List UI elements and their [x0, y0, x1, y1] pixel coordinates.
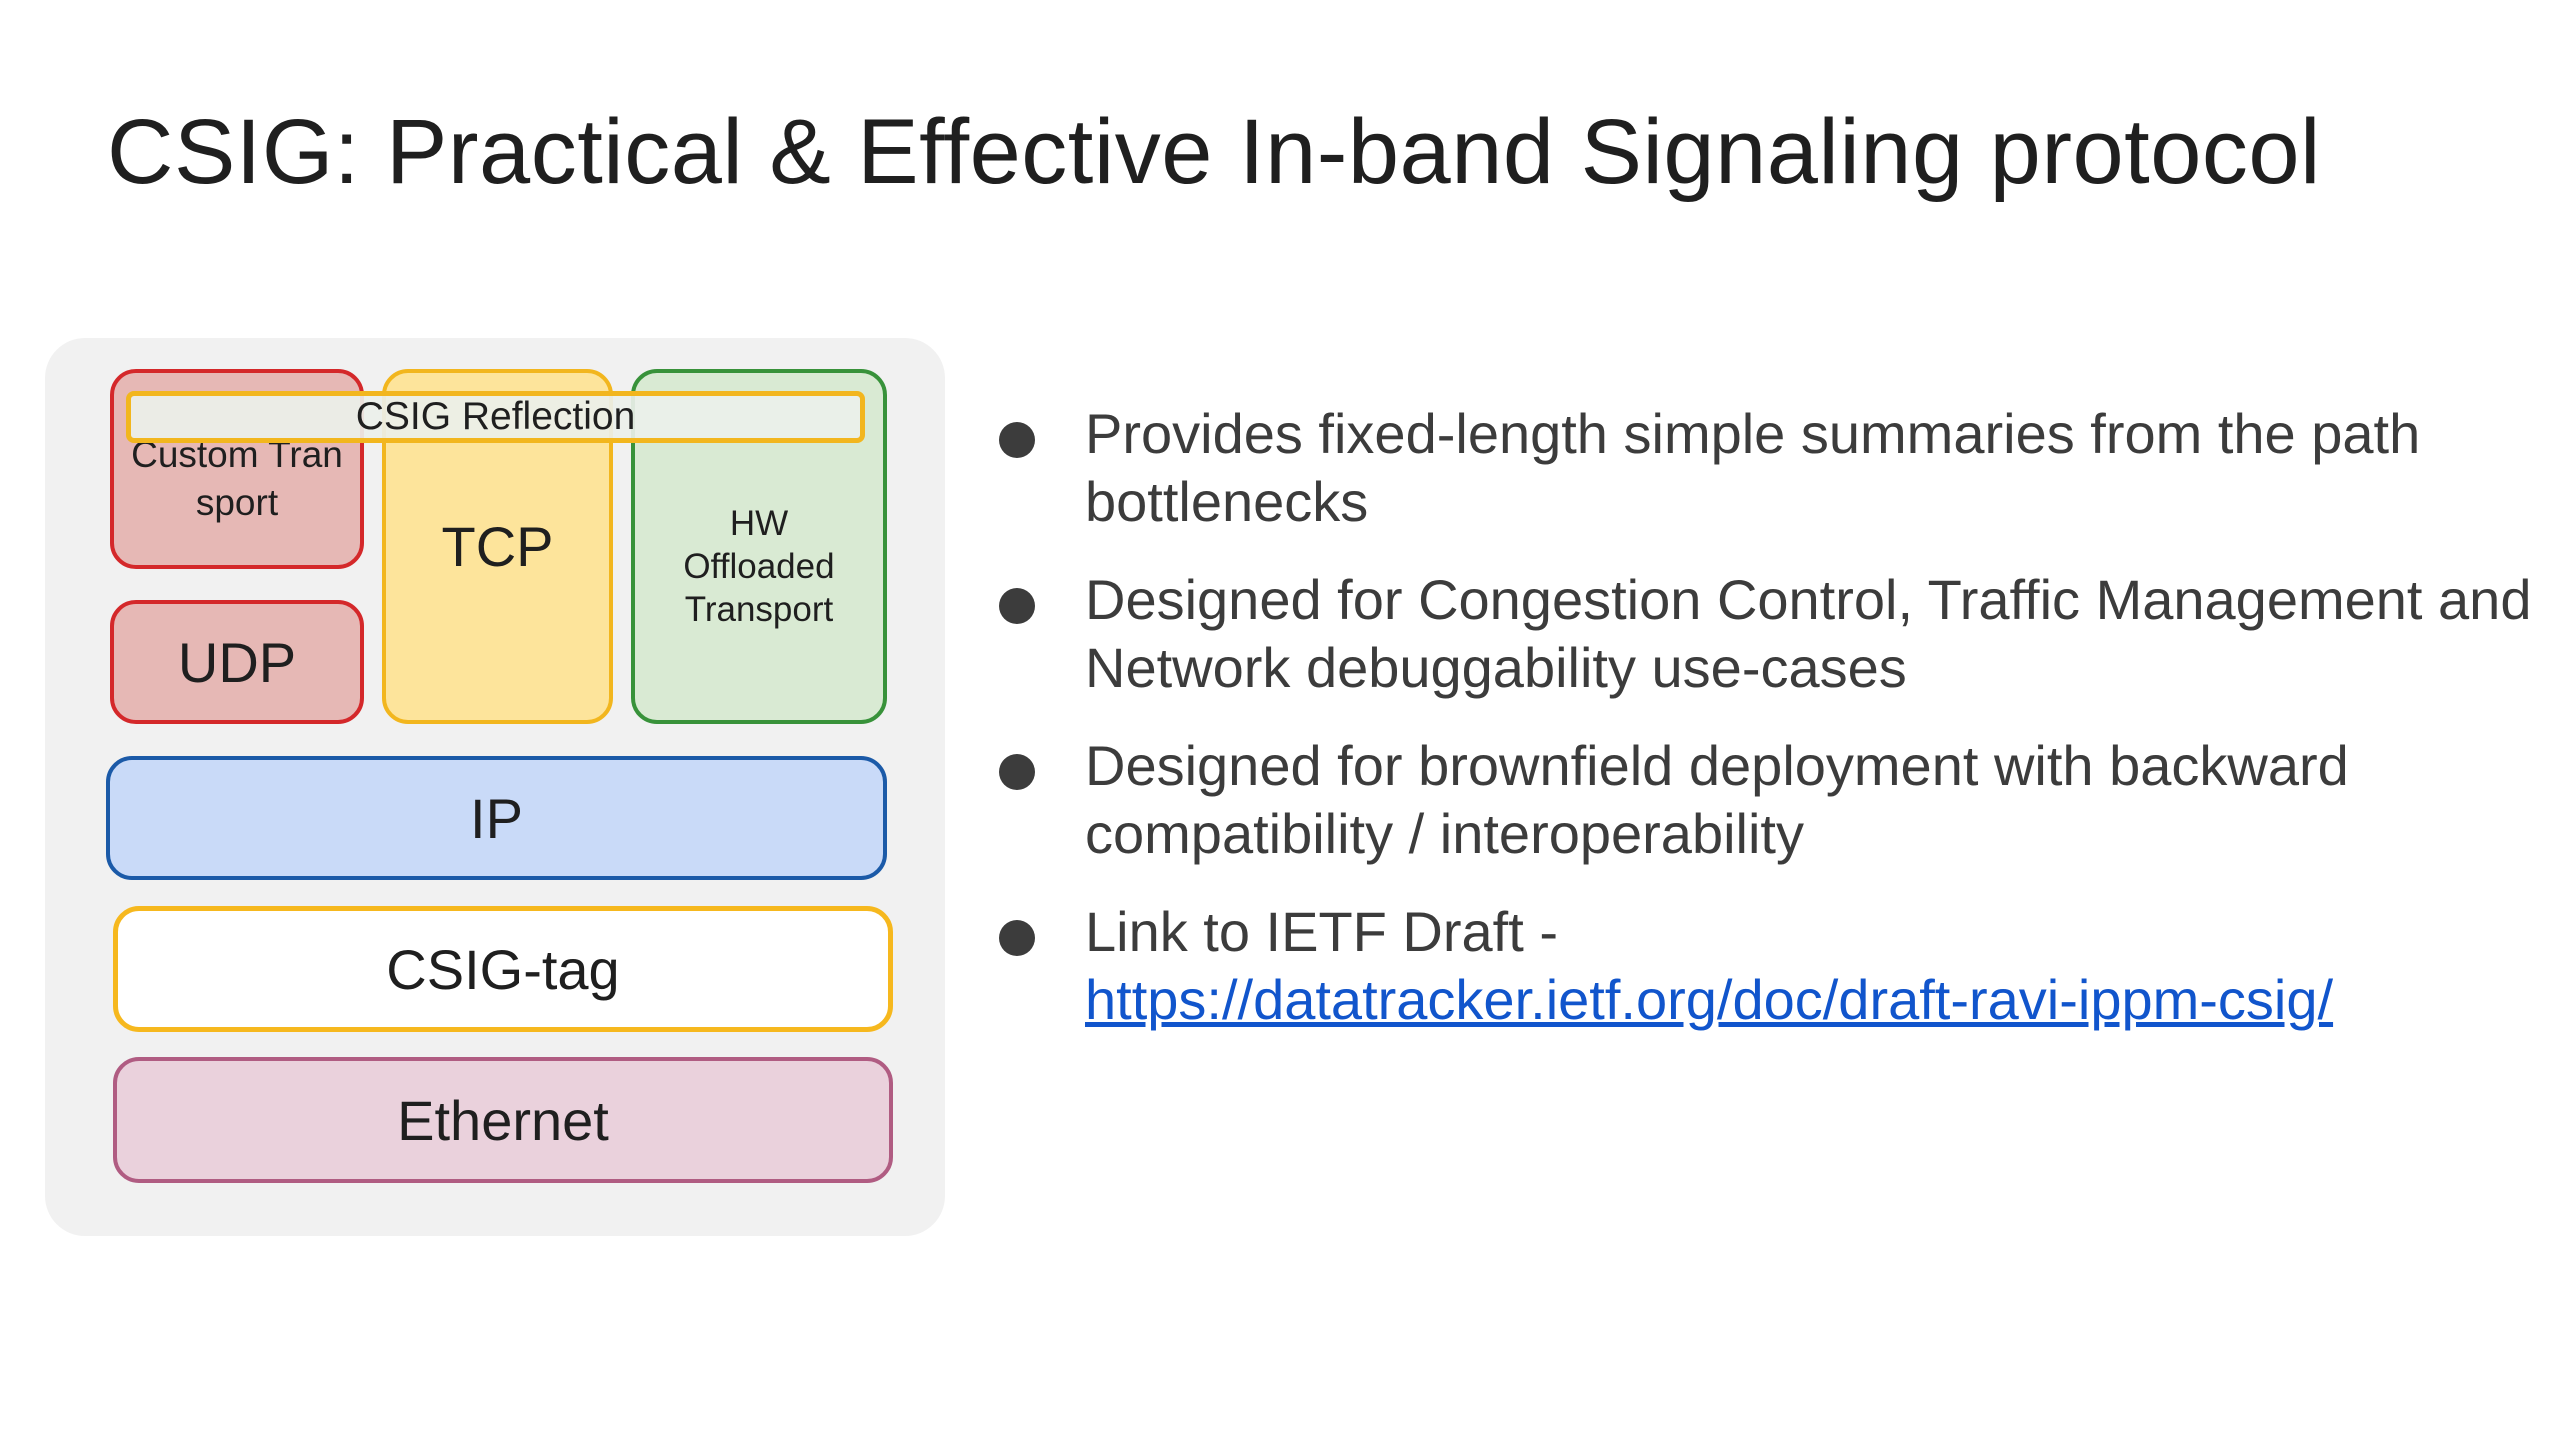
bullet-item: Provides fixed-length simple summaries f… — [995, 400, 2535, 536]
ethernet-box: Ethernet — [113, 1057, 893, 1183]
bullet-text: Designed for Congestion Control, Traffic… — [1085, 568, 2532, 699]
bullet-list: Provides fixed-length simple summaries f… — [995, 400, 2535, 1064]
custom-transport-label: Custom Transport — [131, 434, 343, 523]
hw-offloaded-label: HW Offloaded Transport — [683, 504, 835, 629]
bullet-dot-icon — [999, 754, 1035, 790]
ip-label: IP — [470, 786, 523, 850]
protocol-stack-diagram: Custom Transport UDP TCP HW Offloaded Tr… — [45, 338, 945, 1236]
udp-box: UDP — [110, 600, 364, 724]
ethernet-label: Ethernet — [397, 1088, 609, 1152]
csig-tag-label: CSIG-tag — [386, 937, 620, 1001]
tcp-label: TCP — [441, 515, 554, 578]
csig-reflection-bar: CSIG Reflection — [126, 391, 865, 443]
slide-title: CSIG: Practical & Effective In-band Sign… — [107, 101, 2321, 203]
udp-label: UDP — [177, 630, 297, 694]
bullet-text: Designed for brownfield deployment with … — [1085, 734, 2349, 865]
csig-reflection-label: CSIG Reflection — [355, 395, 636, 438]
ietf-draft-link[interactable]: https://datatracker.ietf.org/doc/draft-r… — [1085, 968, 2334, 1031]
bullet-item: Designed for brownfield deployment with … — [995, 732, 2535, 868]
bullet-item: Link to IETF Draft - https://datatracker… — [995, 898, 2535, 1034]
bullet-dot-icon — [999, 588, 1035, 624]
bullet-text: Provides fixed-length simple summaries f… — [1085, 402, 2421, 533]
bullet-item: Designed for Congestion Control, Traffic… — [995, 566, 2535, 702]
csig-tag-box: CSIG-tag — [113, 906, 893, 1032]
bullet-dot-icon — [999, 422, 1035, 458]
ip-box: IP — [106, 756, 887, 880]
bullet-dot-icon — [999, 920, 1035, 956]
bullet-text: Link to IETF Draft - — [1085, 900, 1558, 963]
